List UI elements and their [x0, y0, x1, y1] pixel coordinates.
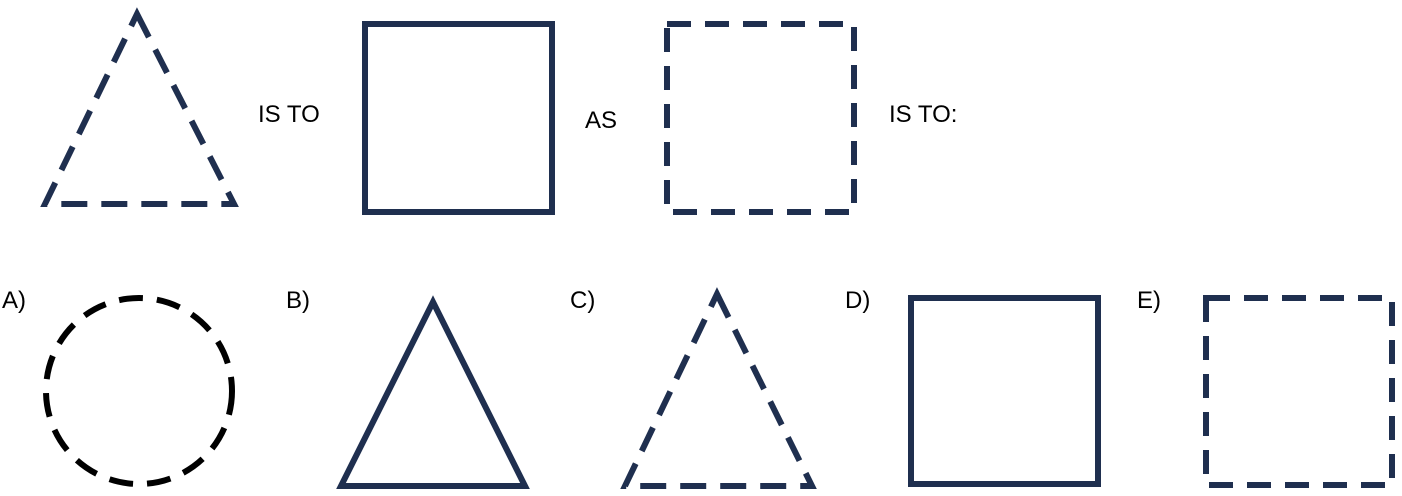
option-e-label: E)	[1137, 287, 1161, 314]
option-e[interactable]: E)	[1137, 287, 1395, 488]
solid-square-option-shape	[908, 295, 1101, 487]
is-to-colon-label: IS TO:	[889, 101, 957, 128]
solid-square-shape	[362, 21, 555, 215]
solid-triangle-shape	[336, 295, 530, 489]
as-label: AS	[585, 107, 617, 134]
dashed-square-option-shape	[1203, 295, 1395, 488]
analogy-row: IS TO AS IS TO:	[40, 7, 957, 215]
dashed-triangle-option-shape	[620, 287, 817, 489]
dashed-circle-shape	[43, 295, 235, 487]
option-b-label: B)	[286, 287, 310, 314]
option-d[interactable]: D)	[845, 287, 1101, 487]
dashed-triangle-shape	[40, 7, 239, 207]
dashed-square-shape	[664, 21, 857, 215]
is-to-label: IS TO	[258, 101, 320, 128]
option-a[interactable]: A)	[2, 287, 235, 487]
option-c[interactable]: C)	[570, 287, 817, 489]
option-d-label: D)	[845, 287, 870, 314]
option-a-label: A)	[2, 287, 26, 314]
option-b[interactable]: B)	[286, 287, 530, 489]
answer-options: A) B) C) D) E)	[2, 287, 1395, 489]
option-c-label: C)	[570, 287, 595, 314]
